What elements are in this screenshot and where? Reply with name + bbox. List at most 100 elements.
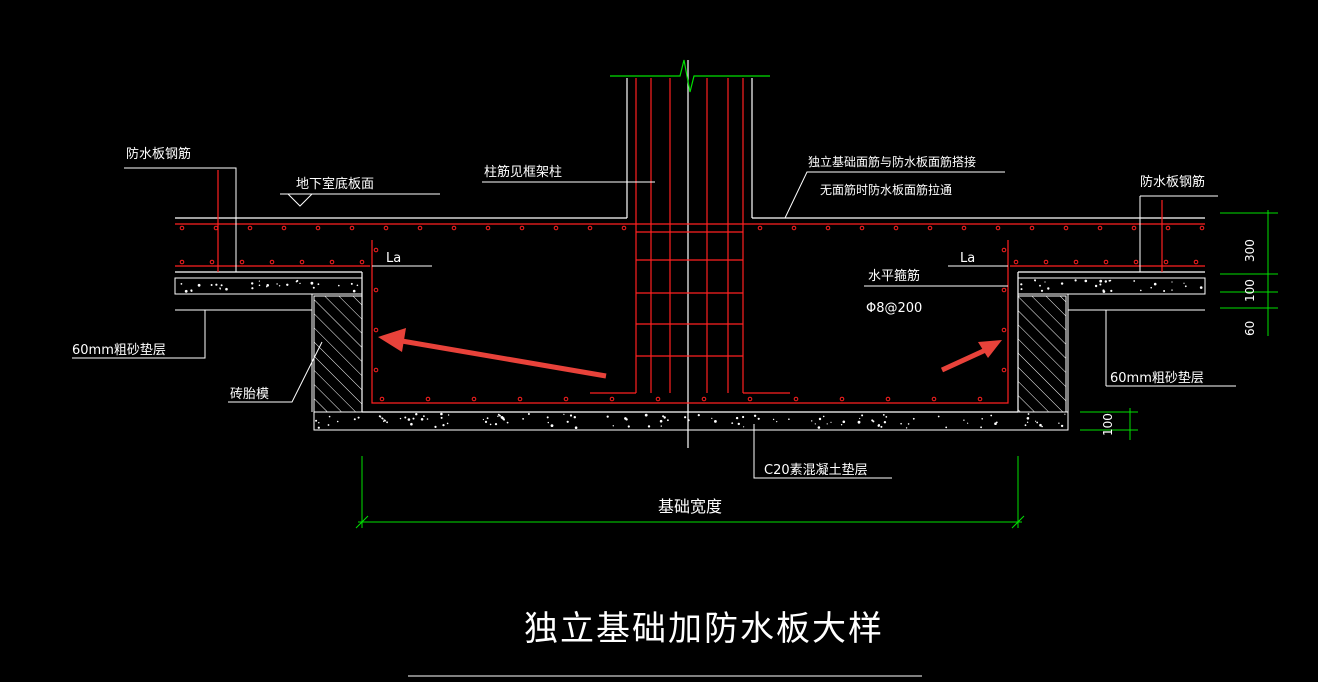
aggregate-dot <box>912 417 915 420</box>
rebar-dot <box>269 259 275 265</box>
column-break-mark <box>610 59 770 93</box>
aggregate-dot <box>659 419 663 423</box>
rebar-dot <box>1163 259 1169 265</box>
aggregate-dot <box>814 423 816 425</box>
aggregate-dot <box>905 427 908 429</box>
rebar-dot <box>519 225 525 231</box>
aggregate-dot <box>215 283 218 286</box>
rebar-dot <box>1001 247 1007 253</box>
aggregate-dot <box>225 287 228 291</box>
aggregate-dot <box>1110 289 1113 292</box>
aggregate-dot <box>219 288 221 290</box>
aggregate-dot <box>546 416 549 419</box>
rebar-dot <box>247 225 253 231</box>
aggregate-dot <box>647 425 651 428</box>
aggregate-dot <box>506 421 509 424</box>
aggregate-dot <box>384 420 387 422</box>
drawing-title: 独立基础加防水板大样 <box>524 609 884 649</box>
rebar-dot <box>417 225 423 231</box>
rebar-dot <box>281 225 287 231</box>
rebar-dot <box>1199 225 1205 231</box>
aggregate-dot <box>522 418 524 420</box>
aggregate-dot <box>338 284 340 287</box>
sand-cushion-left <box>174 277 363 412</box>
aggregate-dot <box>963 419 965 421</box>
aggregate-dot <box>788 418 790 421</box>
aggregate-dot <box>1020 283 1023 286</box>
aggregate-dot <box>612 425 614 427</box>
rebar-dot <box>1043 259 1049 265</box>
aggregate-dot <box>434 425 437 428</box>
aggregate-dot <box>811 420 813 422</box>
aggregate-dot <box>711 417 713 419</box>
aggregate-dot <box>315 419 318 422</box>
aggregate-dot <box>379 416 382 418</box>
concrete-cushion <box>313 411 1069 431</box>
aggregate-dot <box>328 415 331 418</box>
aggregate-dot <box>859 417 861 420</box>
rebar-dot <box>1133 259 1139 265</box>
aggregate-dot <box>317 283 320 286</box>
aggregate-dot <box>697 414 700 417</box>
rebar-dot <box>609 396 615 402</box>
aggregate-dot <box>644 413 648 417</box>
aggregate-dot <box>210 284 213 286</box>
aggregate-dot <box>937 415 940 418</box>
dim-300: 300 <box>1243 239 1257 262</box>
rebar-dot <box>927 225 933 231</box>
aggregate-dot <box>1183 282 1185 284</box>
aggregate-dot <box>382 418 384 420</box>
aggregate-dot <box>1027 413 1030 415</box>
aggregate-dot <box>660 425 662 427</box>
dim-60: 60 <box>1243 321 1257 336</box>
label-horizontal-rebar: 水平箍筋 <box>868 268 920 284</box>
rebar-dot <box>1001 287 1007 293</box>
brick-mold-right <box>1017 295 1067 413</box>
aggregate-dot <box>1171 281 1173 283</box>
rebar-dot <box>747 396 753 402</box>
aggregate-dot <box>353 418 356 421</box>
rebar-dot <box>931 396 937 402</box>
rebar-dot <box>213 225 219 231</box>
rebar-dot <box>655 396 661 402</box>
rebar-dot <box>1001 367 1007 373</box>
aggregate-dot <box>885 416 888 418</box>
aggregate-dot <box>861 414 864 417</box>
aggregate-dot <box>1108 279 1111 282</box>
column <box>626 60 753 448</box>
rebar-dot <box>701 396 707 402</box>
aggregate-dot <box>1039 423 1042 427</box>
aggregate-dot <box>286 283 289 286</box>
rebar-dot <box>425 396 431 402</box>
rebar-dot <box>893 225 899 231</box>
aggregate-dot <box>743 426 745 428</box>
aggregate-dot <box>883 421 887 424</box>
aggregate-dot <box>484 420 488 423</box>
rebar-dot <box>553 225 559 231</box>
aggregate-dot <box>220 284 223 287</box>
aggregate-dot <box>606 415 609 418</box>
rebar-dot <box>825 225 831 231</box>
rebar-dot <box>757 225 763 231</box>
rebar-dot <box>209 259 215 265</box>
rebar-dot <box>349 225 355 231</box>
aggregate-dot <box>415 413 418 416</box>
aggregate-dot <box>900 422 902 425</box>
rebar-dot <box>995 225 1001 231</box>
rebar-section-dots <box>179 225 1205 402</box>
aggregate-dot <box>1040 289 1044 292</box>
aggregate-dot <box>563 413 565 415</box>
aggregate-dot <box>663 416 666 419</box>
aggregate-dot <box>251 282 254 285</box>
aggregate-dot <box>426 418 429 420</box>
aggregate-dot <box>180 283 183 285</box>
aggregate-dot <box>826 423 828 425</box>
rebar-dot <box>517 396 523 402</box>
rebar-dot <box>451 225 457 231</box>
aggregate-dot <box>1133 280 1136 282</box>
rebar-dot <box>329 259 335 265</box>
aggregate-dot <box>877 424 880 427</box>
rebar-dot <box>179 259 185 265</box>
label-waterproof-rebar-left: 防水板钢筋 <box>126 146 191 162</box>
